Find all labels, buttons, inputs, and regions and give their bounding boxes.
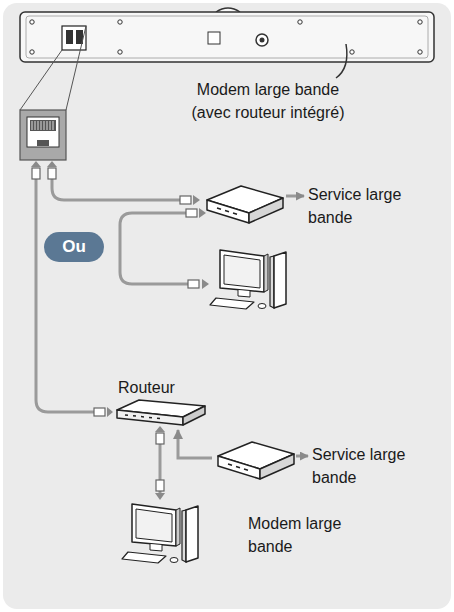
router-icon [117,400,205,425]
node-text: Modem large bande [248,512,348,558]
modem-label-box: Modem large bande (avec routeur intégré) [180,78,356,228]
modem-icon [207,186,283,223]
node-text: Routeur [118,376,175,399]
modem-icon [218,442,294,479]
router-box: Routeur [112,376,210,430]
zoom-lines [20,26,86,110]
or-pill: Ou [44,232,104,262]
pc-icon [210,250,286,309]
service-arrow [296,455,308,458]
cable-connector [178,430,212,458]
cable-plugs [32,168,199,491]
cables [36,179,188,494]
background-panel [3,3,451,609]
node-text: Ou [62,237,86,257]
plug-arrows [31,161,209,500]
service-label: Service large bande [308,183,420,229]
service-arrow [286,195,304,198]
pc-icon [122,504,198,563]
node-text: Modem large bande (avec routeur intégré) [186,78,351,124]
lan-port-inset [20,110,66,160]
service-label: Service large bande [312,443,424,489]
